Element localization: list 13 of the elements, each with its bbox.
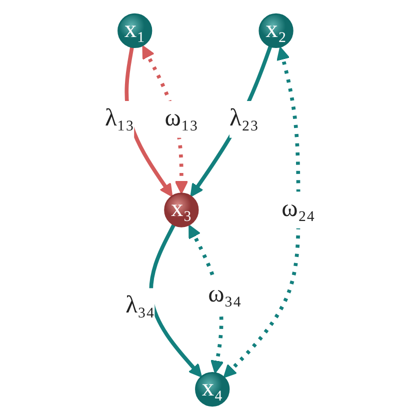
arrow [223,46,300,378]
node-circle: x₄ [195,372,230,407]
edge-label: λ₁₃ [105,106,134,132]
edge-label: ω₃₄ [208,282,242,308]
edge-label: λ₃₄ [126,292,155,319]
arrow [149,224,202,378]
node-circle: x₃ [164,192,199,228]
node-circle: x₂ [258,13,294,48]
edge-label: λ₂₃ [230,106,259,132]
edge-label: ω₂₄ [282,196,315,222]
arrow [190,46,272,197]
edge-label: ω₁₃ [164,106,198,132]
node-circle: x₁ [118,13,152,48]
